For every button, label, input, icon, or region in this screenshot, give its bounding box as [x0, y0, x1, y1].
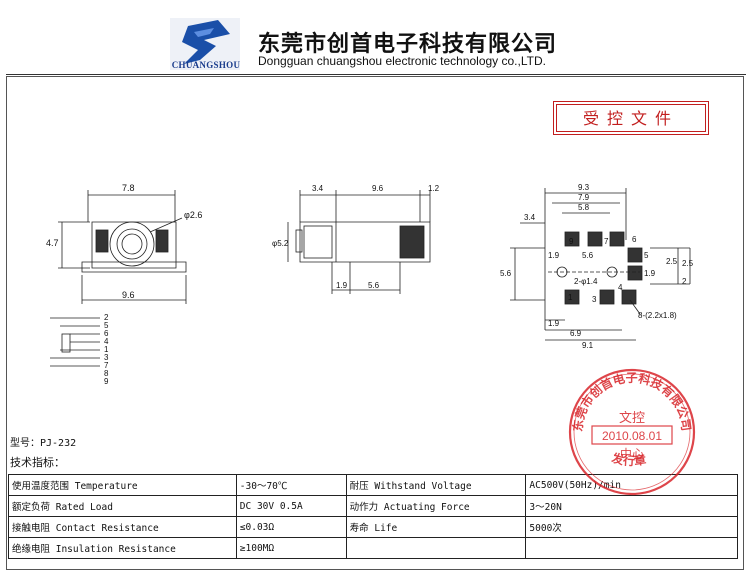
- pcb-bottom-dim-1: 1.9: [548, 319, 560, 328]
- svg-text:3: 3: [104, 353, 109, 362]
- technical-drawing: 7.8 4.7 φ2.6 9.6 3.4 9.6 1.2 φ5.2 1.9 5.…: [46, 183, 694, 386]
- svg-text:6: 6: [104, 329, 109, 338]
- spec-title: 技术指标：: [10, 456, 65, 469]
- stamp-date: 2010.08.01: [602, 429, 662, 443]
- controlled-document-label: 受控文件: [553, 101, 709, 135]
- pcb-bottom-dim-2: 6.9: [570, 329, 582, 338]
- schematic: [50, 317, 100, 367]
- table-row: 额定负荷 Rated Load DC 30V 0.5A 动作力 Actuatin…: [8, 495, 738, 517]
- table-row: 接触电阻 Contact Resistance ≤0.03Ω 寿命 Life 5…: [8, 516, 738, 538]
- pcb-pad-note: 8-(2.2x1.8): [638, 311, 677, 320]
- pcb-inner-dim-3: 1.9: [644, 269, 656, 278]
- stamp-bottom: 发行章: [609, 450, 647, 469]
- approval-stamp: 东莞市创首电子科技有限公司 文控 2010.08.01 中心 发行章: [568, 368, 696, 496]
- svg-text:2: 2: [104, 313, 109, 322]
- pad-label: 6: [632, 235, 637, 244]
- dim-side-bottom-2: 5.6: [368, 281, 380, 290]
- pad-label: 7: [604, 237, 609, 246]
- dim-side-height: φ5.2: [272, 239, 289, 248]
- header-divider: [6, 74, 746, 75]
- spec-table: 使用温度范围 Temperature -30～70℃ 耐压 Withstand …: [8, 474, 738, 559]
- drawing-frame: [6, 76, 744, 570]
- pcb-inner-dim-1: 1.9: [548, 251, 560, 260]
- svg-text:8: 8: [104, 369, 109, 378]
- pcb-inner-dim-2: 5.6: [582, 251, 594, 260]
- svg-text:1: 1: [104, 345, 109, 354]
- pcb-dim-4: 3.4: [524, 213, 536, 222]
- schematic-labels: 2 5 6 4 1 3 7 8 9: [104, 313, 109, 386]
- front-view: [58, 190, 187, 304]
- table-row: 绝缘电阻 Insulation Resistance ≥100MΩ: [8, 537, 738, 559]
- model-number: 型号：PJ-232: [10, 438, 77, 449]
- svg-text:7: 7: [104, 361, 109, 370]
- pcb-left-dim: 5.6: [500, 269, 512, 278]
- table-row: 使用温度范围 Temperature -30～70℃ 耐压 Withstand …: [8, 474, 738, 496]
- pcb-hole: 2-φ1.4: [574, 277, 598, 286]
- pad-label: 5: [644, 251, 649, 260]
- svg-text:发行章: 发行章: [609, 450, 647, 469]
- pcb-bottom-dim-3: 9.1: [582, 341, 594, 350]
- side-view-labels: 3.4 9.6 1.2 φ5.2 1.9 5.6: [272, 184, 440, 290]
- chuangshou-logo: [170, 18, 240, 70]
- pcb-right-dim-3: 2: [682, 277, 687, 286]
- dim-side-1: 3.4: [312, 184, 324, 193]
- dim-width-bottom: 9.6: [122, 290, 135, 300]
- dim-height: 4.7: [46, 238, 59, 248]
- svg-text:4: 4: [104, 337, 109, 346]
- pad-label: 1: [568, 293, 573, 302]
- pcb-dim-3: 5.8: [578, 203, 590, 212]
- pcb-labels: 9.3 7.9 5.8 3.4 9 7 6 5 1 3 4 1.9 5.6 1.…: [500, 183, 694, 350]
- dim-side-bottom-1: 1.9: [336, 281, 348, 290]
- dim-side-3: 1.2: [428, 184, 440, 193]
- front-view-labels: 7.8 4.7 φ2.6 9.6: [46, 183, 202, 300]
- svg-text:9: 9: [104, 377, 109, 386]
- dim-hole: φ2.6: [184, 210, 202, 220]
- stamp-top: 文控: [619, 411, 645, 426]
- dim-width-top: 7.8: [122, 183, 135, 193]
- company-name-en: Dongguan chuangshou electronic technolog…: [258, 54, 546, 68]
- dim-side-2: 9.6: [372, 184, 384, 193]
- pad-label: 4: [618, 283, 623, 292]
- stamp-center: 中心: [620, 446, 644, 461]
- logo-text: CHUANGSHOU: [171, 60, 241, 70]
- side-view: [287, 190, 431, 294]
- pcb-dim-2: 7.9: [578, 193, 590, 202]
- svg-text:5: 5: [104, 321, 109, 330]
- pcb-dim-1: 9.3: [578, 183, 590, 192]
- pcb-right-dim-2: 2.5: [682, 259, 694, 268]
- company-name-cn: 东莞市创首电子科技有限公司: [258, 32, 558, 57]
- pad-label: 9: [569, 237, 574, 246]
- pcb-right-dim-1: 2.5: [666, 257, 678, 266]
- pcb-layout: [510, 188, 691, 341]
- pad-label: 3: [592, 295, 597, 304]
